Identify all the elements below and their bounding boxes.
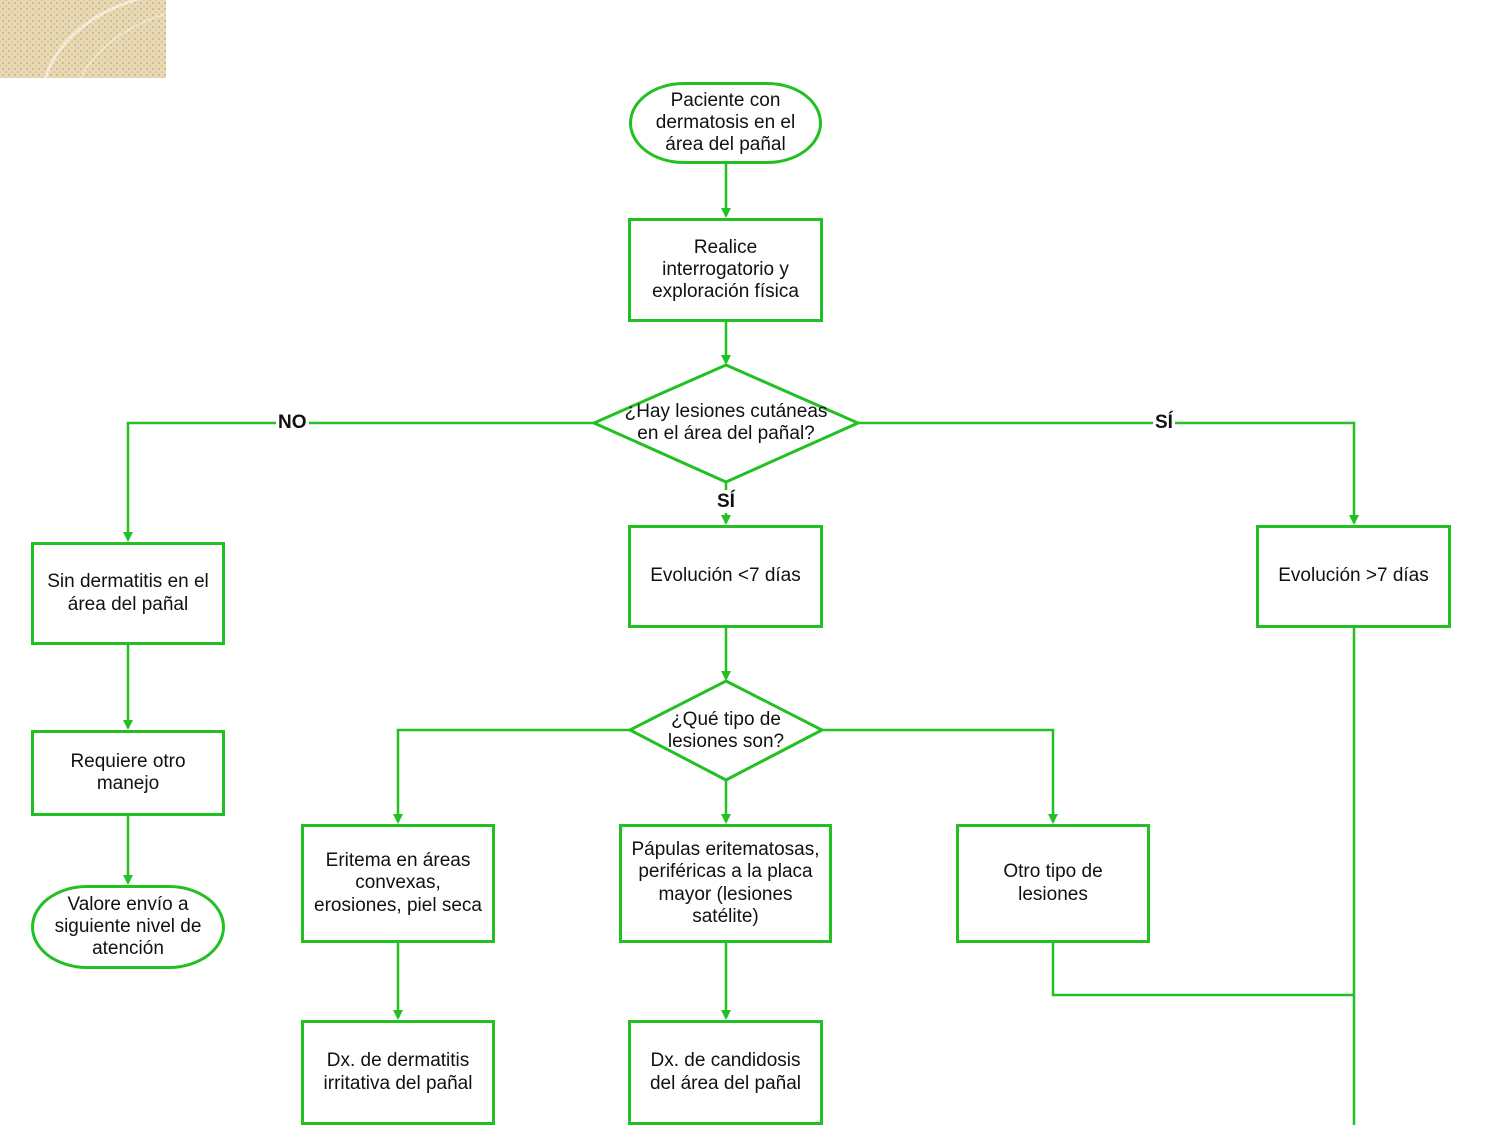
dx-irritativa-box: Dx. de dermatitis irritativa del pañal [301, 1020, 495, 1125]
interrogatorio-text: Realice interrogatorio y exploración fís… [652, 236, 799, 303]
corner-decoration [0, 0, 166, 78]
edge-tipo-otro [822, 728, 1058, 824]
start-text: Paciente con dermatosis en el área del p… [655, 89, 796, 156]
edge-label-si-right: SÍ [1153, 412, 1175, 433]
papulas-text: Pápulas eritematosas, periféricas a la p… [631, 839, 820, 927]
start-terminal: Paciente con dermatosis en el área del p… [629, 82, 822, 164]
valore-envio-text: Valore envío a siguiente nivel de atenci… [54, 893, 202, 960]
dx-irritativa-text: Dx. de dermatitis irritativa del pañal [323, 1050, 473, 1094]
requiere-manejo-text: Requiere otro manejo [70, 750, 186, 794]
dx-candidosis-text: Dx. de candidosis del área del pañal [649, 1050, 802, 1094]
interrogatorio-box: Realice interrogatorio y exploración fís… [628, 218, 823, 322]
decision-lesiones-text: ¿Hay lesiones cutáneas en el área del pa… [624, 400, 828, 444]
otro-tipo-text: Otro tipo de lesiones [1003, 861, 1103, 905]
eritema-text: Eritema en áreas convexas, erosiones, pi… [314, 850, 482, 916]
decision-lesiones-shape [590, 363, 862, 484]
sin-dermatitis-text: Sin dermatitis en el área del pañal [47, 571, 209, 615]
edge-label-si-center: SÍ [716, 490, 736, 513]
decision-tipo-label: ¿Qué tipo de lesiones son? [655, 703, 797, 759]
decision-tipo-shape [626, 679, 826, 782]
evolucion-mayor-box: Evolución >7 días [1256, 525, 1451, 628]
edge-otro-merge [1051, 943, 1354, 997]
evolucion-menor-box: Evolución <7 días [628, 525, 823, 628]
otro-tipo-box: Otro tipo de lesiones [956, 824, 1150, 943]
papulas-box: Pápulas eritematosas, periféricas a la p… [619, 824, 832, 943]
requiere-manejo-box: Requiere otro manejo [31, 730, 225, 816]
eritema-box: Eritema en áreas convexas, erosiones, pi… [301, 824, 495, 943]
edge-tipo-eritema [393, 728, 630, 824]
decision-lesiones-label: ¿Hay lesiones cutáneas en el área del pa… [622, 383, 830, 463]
evolucion-mayor-text: Evolución >7 días [1278, 565, 1429, 587]
decision-tipo-text: ¿Qué tipo de lesiones son? [667, 708, 785, 752]
sin-dermatitis-box: Sin dermatitis en el área del pañal [31, 542, 225, 645]
edge-label-no: NO [276, 412, 309, 433]
edge-decision-evolucion-mayor [858, 421, 1359, 525]
dx-candidosis-box: Dx. de candidosis del área del pañal [628, 1020, 823, 1125]
evolucion-menor-text: Evolución <7 días [650, 565, 801, 587]
valore-envio-terminal: Valore envío a siguiente nivel de atenci… [31, 885, 225, 969]
edge-decision-sin-dermatitis [123, 421, 594, 542]
